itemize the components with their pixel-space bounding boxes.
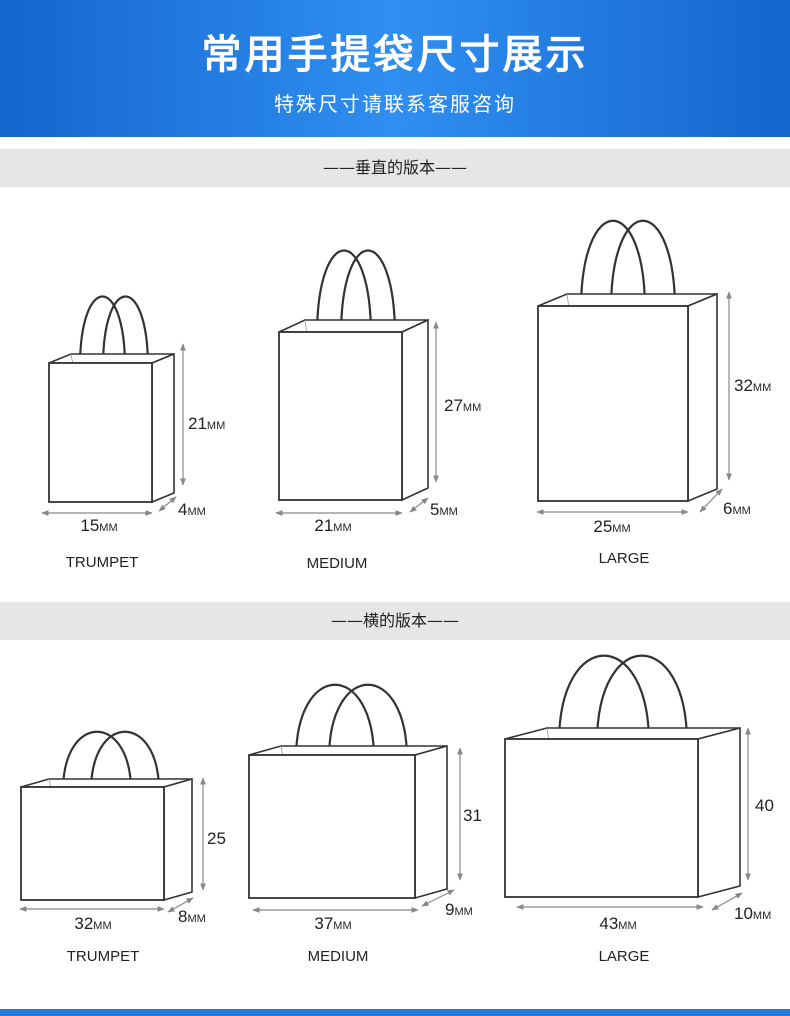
bag-handle [89, 730, 161, 792]
size-label: TRUMPET [66, 554, 139, 571]
bag-handle [294, 683, 376, 760]
bag-front [504, 738, 699, 898]
vertical-bag-large [536, 219, 732, 515]
height-value: 25 [207, 829, 226, 848]
header-banner: 常用手提袋尺寸展示 特殊尺寸请联系客服咨询 [0, 0, 790, 137]
size-label: LARGE [599, 550, 650, 567]
size-label: MEDIUM [307, 555, 368, 572]
bag-handle [339, 249, 397, 337]
depth-value: 9MM [445, 900, 473, 919]
bag-side [151, 352, 175, 504]
size-label: LARGE [599, 948, 650, 965]
depth-value: 6MM [723, 499, 751, 518]
bag-top [537, 293, 718, 307]
bag-handle [101, 295, 150, 368]
bag-handle [78, 295, 127, 368]
depth-value: 4MM [178, 500, 206, 519]
width-value: 43MM [599, 914, 636, 933]
width-value: 25MM [593, 517, 630, 536]
depth-dimension-line [711, 892, 743, 911]
height-value: 32MM [734, 376, 771, 395]
width-value: 37MM [314, 914, 351, 933]
section-title-horizontal: ——横的版本—— [0, 602, 790, 640]
page-subtitle: 特殊尺寸请联系客服咨询 [274, 92, 516, 116]
bag-side [414, 744, 448, 900]
bag-side [697, 726, 741, 899]
height-value: 21MM [188, 414, 225, 433]
bag-handle [315, 249, 373, 337]
bag-handle [579, 219, 647, 311]
section-title-vertical: ——垂直的版本—— [0, 149, 790, 187]
bag-handle [327, 683, 409, 760]
width-value: 21MM [314, 516, 351, 535]
horizontal-bag-trumpet [19, 730, 206, 913]
bag-handle [595, 654, 689, 744]
horizontal-bag-medium [248, 683, 463, 913]
vertical-bag-trumpet [41, 295, 186, 516]
depth-dimension-line [421, 889, 455, 907]
size-label: MEDIUM [308, 948, 369, 965]
width-value: 32MM [74, 914, 111, 933]
bag-front [278, 331, 403, 501]
page-title: 常用手提袋尺寸展示 [201, 32, 589, 78]
bag-side [687, 292, 718, 503]
bag-handle [609, 219, 677, 311]
height-value: 27MM [444, 396, 481, 415]
depth-dimension-line [699, 488, 723, 513]
depth-dimension-line [409, 497, 429, 513]
vertical-bag-medium [275, 249, 439, 516]
depth-dimension-line [158, 496, 177, 512]
bag-front [537, 305, 689, 502]
bag-side [401, 318, 429, 502]
depth-value: 5MM [430, 500, 458, 519]
depth-value: 8MM [178, 907, 206, 926]
bag-handle [557, 654, 651, 744]
bottom-strip [0, 1009, 790, 1016]
depth-dimension-line [167, 897, 194, 913]
width-value: 15MM [80, 516, 117, 535]
height-value: 40 [755, 796, 774, 815]
bag-front [248, 754, 416, 899]
horizontal-bag-large [504, 654, 751, 911]
bag-front [48, 362, 153, 503]
depth-value: 10MM [734, 904, 771, 923]
bag-side [163, 777, 193, 902]
height-value: 31 [463, 806, 482, 825]
size-label: TRUMPET [67, 948, 140, 965]
bag-front [20, 786, 165, 901]
bag-handle [61, 730, 133, 792]
